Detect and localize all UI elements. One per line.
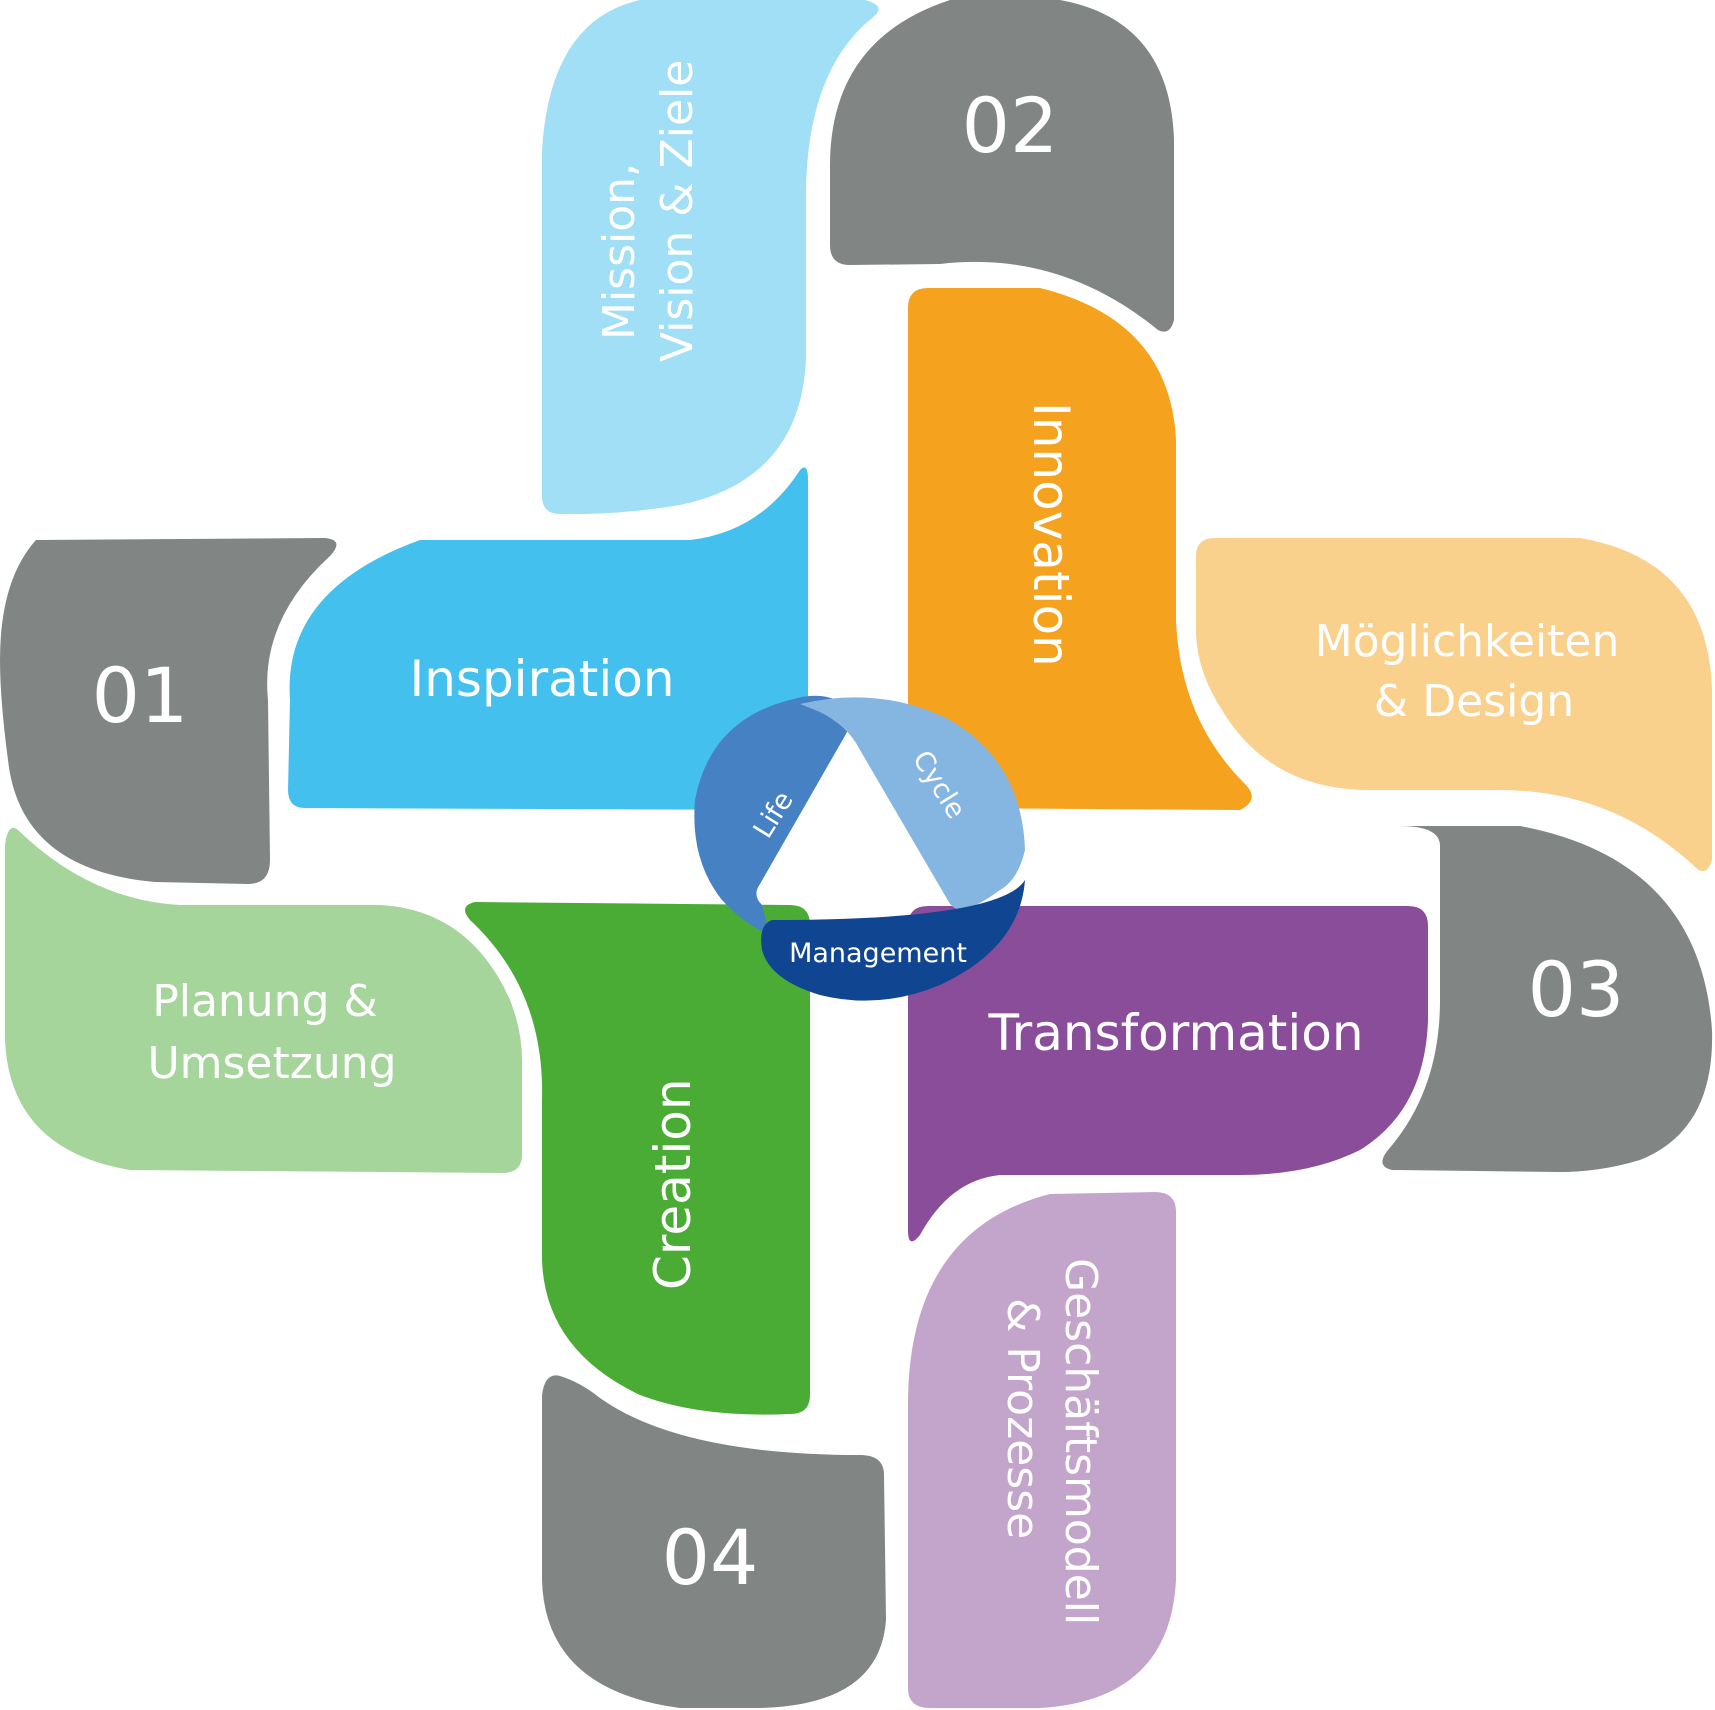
hub-segment-management bbox=[761, 880, 1025, 1001]
hub-segment-life bbox=[694, 695, 850, 935]
step-02-detail-line-1: Möglichkeiten bbox=[1315, 616, 1620, 667]
step-01-detail-line-2: Vision & Ziele bbox=[652, 60, 703, 362]
step-02-number: 02 bbox=[962, 81, 1059, 170]
step-04-title: Creation bbox=[644, 1078, 702, 1290]
step-03-detail: Geschäftsmodell & Prozesse bbox=[997, 1258, 1106, 1639]
step-04-detail-shape bbox=[5, 827, 522, 1173]
step-02-detail-line-2: & Design bbox=[1374, 676, 1574, 727]
hub-label-management: Management bbox=[789, 938, 967, 969]
step-01-number-shape bbox=[0, 538, 337, 884]
step-01-detail: Mission, Vision & Ziele bbox=[594, 60, 703, 362]
step-03-title-shape bbox=[908, 906, 1428, 1242]
step-04-detail-line-1: Planung & bbox=[152, 976, 378, 1027]
step-03-detail-line-2: & Prozesse bbox=[997, 1298, 1048, 1539]
step-02-number-shape bbox=[829, 0, 1174, 332]
step-04-detail-line-2: Umsetzung bbox=[147, 1038, 396, 1089]
step-03-title: Transformation bbox=[987, 1004, 1363, 1062]
step-04-title-shape bbox=[465, 902, 810, 1415]
step-04-number: 04 bbox=[662, 1513, 759, 1602]
hub-segment-cycle bbox=[800, 697, 1025, 910]
step-04-number-shape bbox=[542, 1375, 886, 1708]
step-01-title-shape bbox=[288, 467, 808, 810]
step-04-detail: Planung & Umsetzung bbox=[147, 976, 396, 1089]
step-02-detail-shape bbox=[1196, 538, 1712, 872]
step-03-detail-shape bbox=[908, 1192, 1176, 1708]
step-02-detail: Möglichkeiten & Design bbox=[1315, 616, 1634, 727]
step-01-detail-line-1: Mission, bbox=[594, 163, 645, 340]
step-01-detail-shape bbox=[542, 0, 879, 515]
step-02-title: Innovation bbox=[1022, 402, 1080, 667]
step-01-number: 01 bbox=[92, 651, 189, 740]
step-01-title: Inspiration bbox=[409, 650, 674, 708]
step-02-title-shape bbox=[908, 288, 1252, 810]
step-03-number: 03 bbox=[1528, 945, 1625, 1034]
step-03-number-shape bbox=[1382, 826, 1713, 1172]
step-03-detail-line-1: Geschäftsmodell bbox=[1055, 1258, 1106, 1625]
